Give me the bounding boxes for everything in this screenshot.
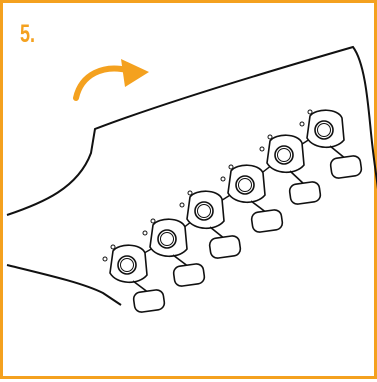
rotate-arrow-icon	[73, 59, 149, 101]
tuner-3	[179, 190, 242, 259]
tuner-6	[299, 109, 363, 179]
tuner-4	[220, 164, 284, 233]
tuner-5	[259, 134, 322, 205]
headstock-outline	[6, 45, 377, 306]
tuner-2	[142, 218, 206, 287]
step-number: 5.	[20, 20, 36, 48]
headstock-illustration	[6, 45, 377, 313]
tuner-group	[102, 109, 363, 313]
tuner-1	[102, 244, 166, 313]
